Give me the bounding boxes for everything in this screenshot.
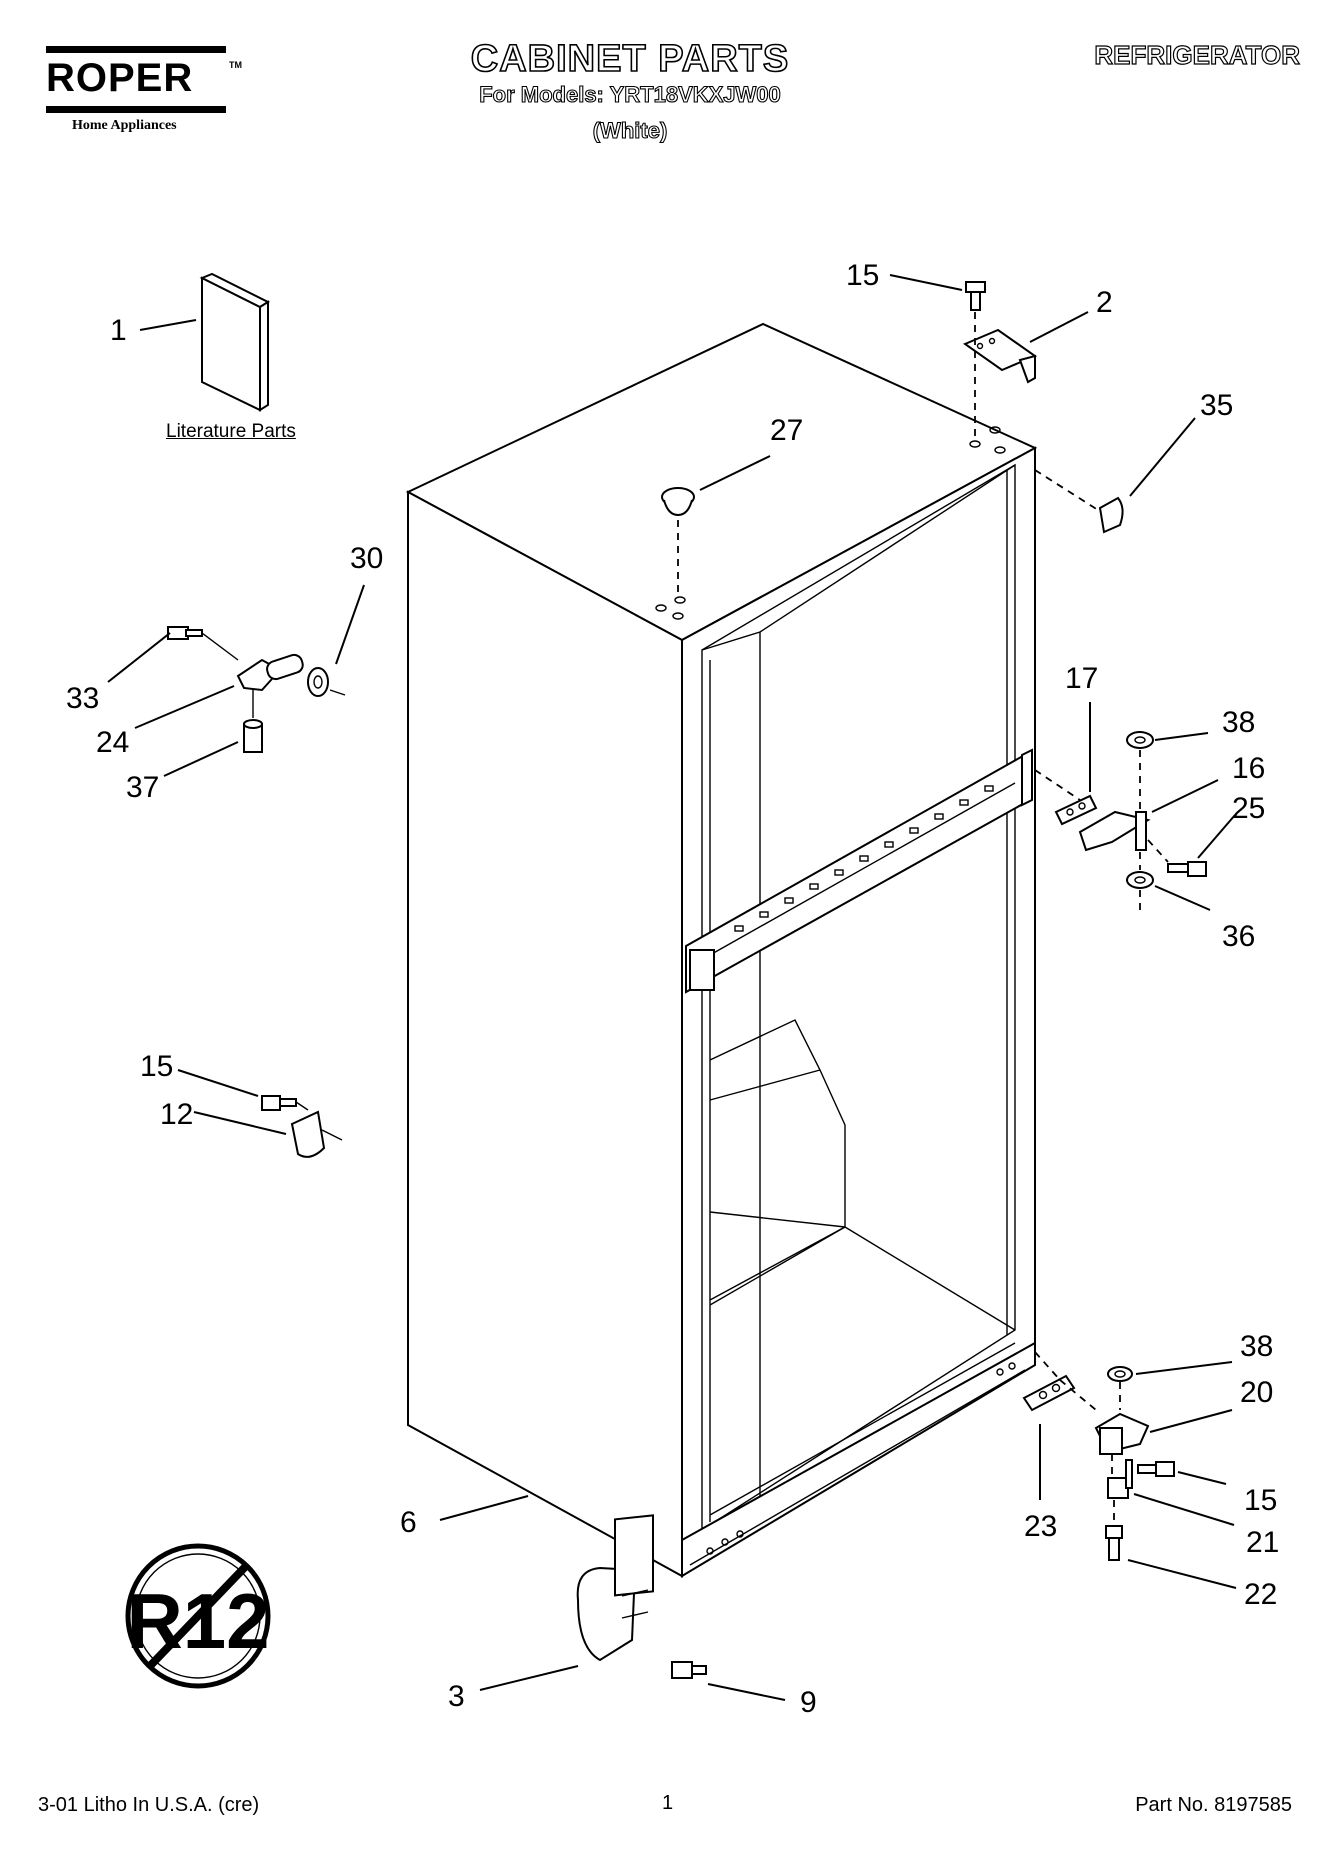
roller-spacer[interactable] — [243, 689, 346, 753]
brand-logo: ROPER TM Home Appliances — [46, 46, 256, 136]
callout-35: 35 — [1200, 389, 1233, 422]
callout-15: 15 — [846, 259, 879, 292]
callout-24: 24 — [96, 726, 129, 759]
callout-33: 33 — [66, 682, 99, 715]
callout-25: 25 — [1232, 792, 1265, 825]
callout-20: 20 — [1240, 1376, 1273, 1409]
callout-12: 12 — [160, 1098, 193, 1131]
callout-16: 16 — [1232, 752, 1265, 785]
brand-subtitle: Home Appliances — [72, 118, 177, 133]
center-hinge-screw[interactable] — [1147, 839, 1207, 877]
center-hinge-washer-top[interactable] — [1126, 731, 1154, 810]
callout-23: 23 — [1024, 1510, 1057, 1543]
bottom-hinge-screw[interactable] — [1137, 1461, 1175, 1477]
literature-parts-label: Literature Parts — [166, 421, 296, 442]
callout-21: 21 — [1246, 1526, 1279, 1559]
center-hinge-washer-bottom[interactable] — [1126, 852, 1154, 912]
hinge-cap[interactable] — [1034, 469, 1124, 534]
leader-lines — [107, 274, 1237, 1701]
callout-30: 30 — [350, 542, 383, 575]
part-number: Part No. 8197585 — [1135, 1794, 1292, 1816]
roller-bracket[interactable] — [236, 653, 305, 692]
callout-15-door-stop: 15 — [140, 1050, 173, 1083]
callout-38: 38 — [1222, 706, 1255, 739]
hinge-guide-line — [1034, 769, 1081, 801]
cabinet-body[interactable] — [405, 322, 1038, 1578]
center-hinge-shim[interactable] — [1054, 794, 1098, 826]
rail-holes — [734, 785, 994, 932]
brand-name: ROPER — [46, 56, 194, 100]
logo-bottom-bar — [46, 106, 226, 113]
appliance-category: REFRIGERATOR — [1094, 39, 1301, 70]
print-info: 3-01 Litho In U.S.A. (cre) — [38, 1794, 260, 1816]
top-hinge[interactable] — [962, 328, 1038, 384]
plug-button[interactable] — [661, 487, 695, 595]
roller-wheel[interactable] — [307, 667, 329, 697]
callout-27: 27 — [770, 414, 803, 447]
callout-36: 36 — [1222, 920, 1255, 953]
leveling-leg[interactable] — [576, 1514, 654, 1662]
callout-6: 6 — [400, 1506, 417, 1539]
no-r12-symbol: R12 — [125, 1543, 271, 1689]
page-title: CABINET PARTS — [470, 37, 790, 81]
roller-screw[interactable] — [167, 626, 239, 661]
bottom-hinge[interactable] — [1094, 1412, 1150, 1478]
logo-top-bar — [46, 46, 226, 53]
hinge-screw-top[interactable] — [965, 281, 986, 440]
door-stop[interactable] — [290, 1110, 343, 1158]
bottom-hinge-washer[interactable] — [1107, 1366, 1133, 1410]
page-number: 1 — [662, 1792, 674, 1814]
callout-17: 17 — [1065, 662, 1098, 695]
leveling-leg-screw[interactable] — [671, 1661, 707, 1679]
callout-1: 1 — [110, 314, 127, 347]
model-number: For Models: YRT18VKXJW00 — [479, 81, 782, 107]
callout-3: 3 — [448, 1680, 465, 1713]
callout-15-bottom: 15 — [1244, 1484, 1277, 1517]
bottom-hinge-bolt[interactable] — [1105, 1500, 1123, 1561]
door-stop-screw[interactable] — [261, 1095, 309, 1111]
callout-9: 9 — [800, 1686, 817, 1719]
bottom-hinge-shim[interactable] — [1022, 1351, 1097, 1412]
callout-2: 2 — [1096, 286, 1113, 319]
callout-38-bottom: 38 — [1240, 1330, 1273, 1363]
callout-22: 22 — [1244, 1578, 1277, 1611]
bottom-hinge-pin[interactable] — [1107, 1459, 1133, 1499]
callout-37: 37 — [126, 771, 159, 804]
brand-trademark: TM — [229, 60, 242, 70]
center-hinge[interactable] — [1078, 810, 1151, 852]
literature-booklet[interactable] — [199, 272, 271, 412]
color-variant: (White) — [592, 117, 668, 143]
